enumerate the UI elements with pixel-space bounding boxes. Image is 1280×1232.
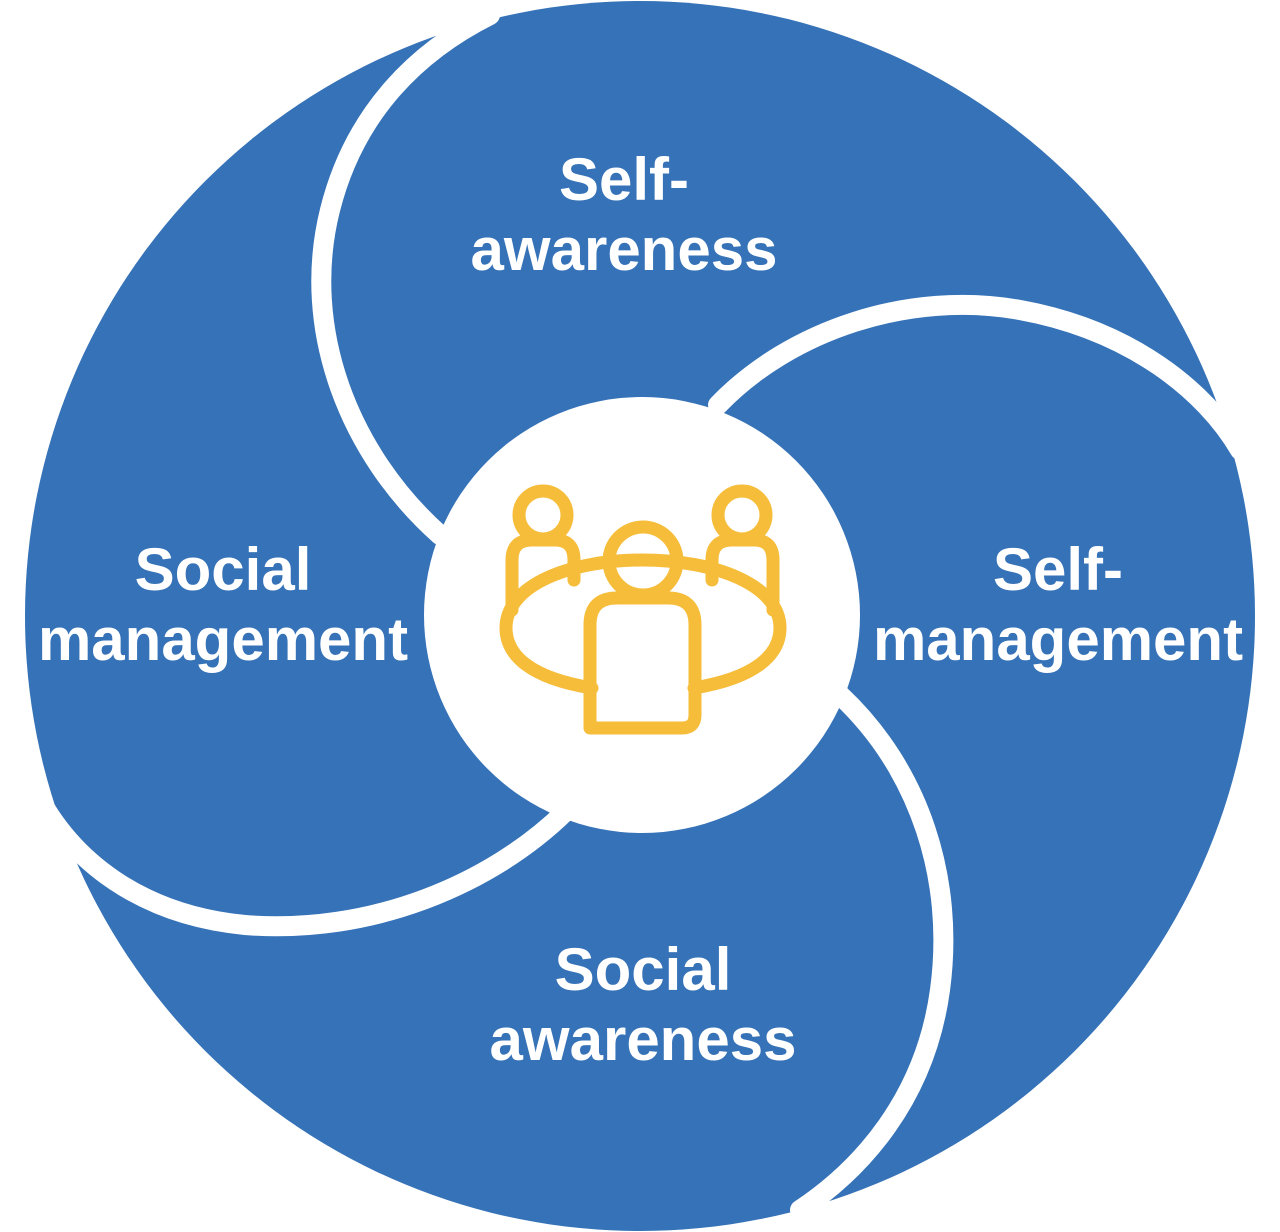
segment-label-line: Self- [558, 146, 690, 213]
table-icon [499, 553, 787, 695]
center-circle [424, 397, 860, 833]
segment-label-social-management: Social management [38, 535, 408, 675]
divider-top [311, 5, 500, 545]
segment-label-line: awareness [489, 1006, 797, 1073]
segment-label-line: Self- [992, 536, 1124, 603]
segment-label-self-management: Self- management [873, 535, 1243, 675]
segment-dividers [25, 5, 1250, 1220]
segment-label-line: management [37, 606, 409, 673]
left-person-body-icon [505, 533, 581, 617]
segment-label-line: Social [134, 536, 312, 603]
center-person-body-icon [583, 591, 702, 735]
segment-label-social-awareness: Social awareness [490, 935, 797, 1075]
segment-label-line: awareness [470, 216, 778, 283]
segment-label-self-awareness: Self- awareness [471, 145, 778, 285]
divider-left [25, 780, 575, 937]
segment-label-line: management [872, 606, 1244, 673]
team-meeting-icon [499, 484, 787, 735]
segment-label-line: Social [554, 936, 732, 1003]
right-person-body-icon [705, 533, 780, 617]
divider-right [708, 294, 1250, 460]
divider-bottom [790, 685, 954, 1220]
